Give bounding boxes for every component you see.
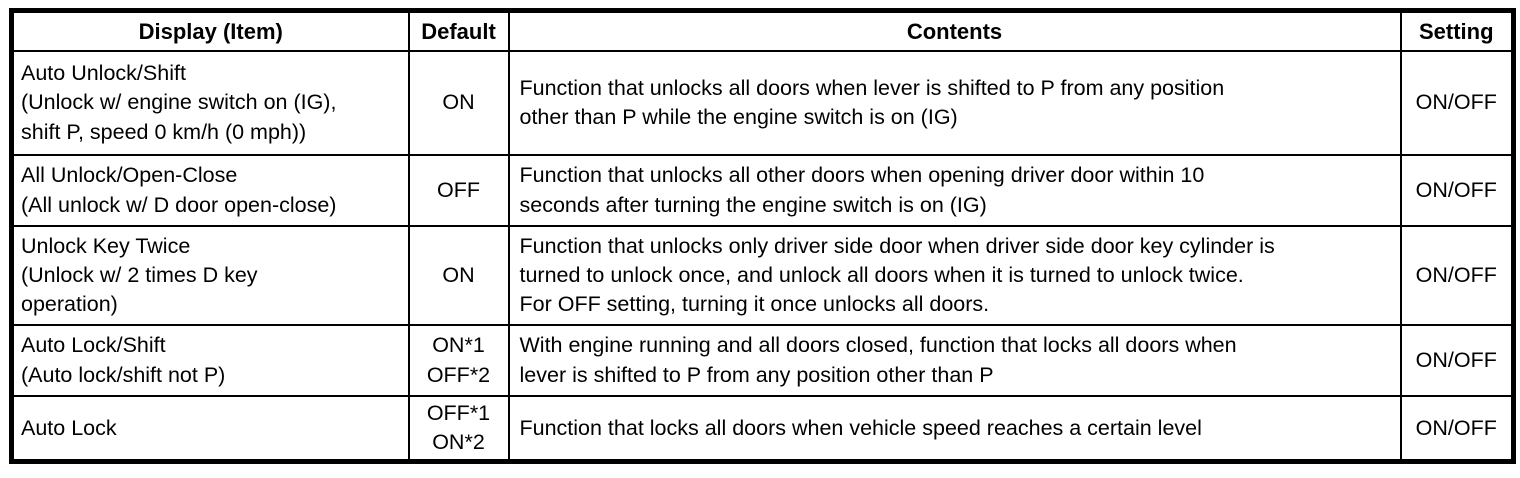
contents-cell: Function that unlocks all doors when lev… xyxy=(507,50,1402,156)
table-row-all-unlock-open-close: All Unlock/Open-Close (All unlock w/ D d… xyxy=(10,154,1515,227)
table-row-auto-lock: Auto Lock OFF*1 ON*2 Function that locks… xyxy=(10,395,1515,463)
table-row-unlock-key-twice: Unlock Key Twice (Unlock w/ 2 times D ke… xyxy=(10,225,1515,326)
header-row: Display (Item) Default Contents Setting xyxy=(10,9,1515,52)
display-item-cell: Auto Unlock/Shift (Unlock w/ engine swit… xyxy=(10,50,410,156)
default-cell: OFF*1 ON*2 xyxy=(407,395,510,463)
default-cell: ON xyxy=(407,50,510,156)
default-cell: ON*1 OFF*2 xyxy=(407,324,510,397)
column-header-contents: Contents xyxy=(507,9,1402,52)
door-lock-settings-table: Display (Item) Default Contents Setting … xyxy=(9,8,1516,465)
display-item-cell: Unlock Key Twice (Unlock w/ 2 times D ke… xyxy=(10,225,410,326)
setting-cell: ON/OFF xyxy=(1399,154,1515,227)
contents-cell: Function that unlocks only driver side d… xyxy=(507,225,1402,326)
table-row-auto-lock-shift: Auto Lock/Shift (Auto lock/shift not P) … xyxy=(10,324,1515,397)
setting-cell: ON/OFF xyxy=(1399,395,1515,463)
contents-cell: Function that locks all doors when vehic… xyxy=(507,395,1402,463)
column-header-display-item: Display (Item) xyxy=(10,9,410,52)
display-item-cell: Auto Lock/Shift (Auto lock/shift not P) xyxy=(10,324,410,397)
setting-cell: ON/OFF xyxy=(1399,225,1515,326)
display-item-cell: All Unlock/Open-Close (All unlock w/ D d… xyxy=(10,154,410,227)
default-cell: ON xyxy=(407,225,510,326)
display-item-cell: Auto Lock xyxy=(10,395,410,463)
column-header-default: Default xyxy=(407,9,510,52)
column-header-setting: Setting xyxy=(1399,9,1515,52)
setting-cell: ON/OFF xyxy=(1399,50,1515,156)
contents-cell: Function that unlocks all other doors wh… xyxy=(507,154,1402,227)
table-row-auto-unlock-shift: Auto Unlock/Shift (Unlock w/ engine swit… xyxy=(10,50,1515,156)
contents-cell: With engine running and all doors closed… xyxy=(507,324,1402,397)
default-cell: OFF xyxy=(407,154,510,227)
setting-cell: ON/OFF xyxy=(1399,324,1515,397)
